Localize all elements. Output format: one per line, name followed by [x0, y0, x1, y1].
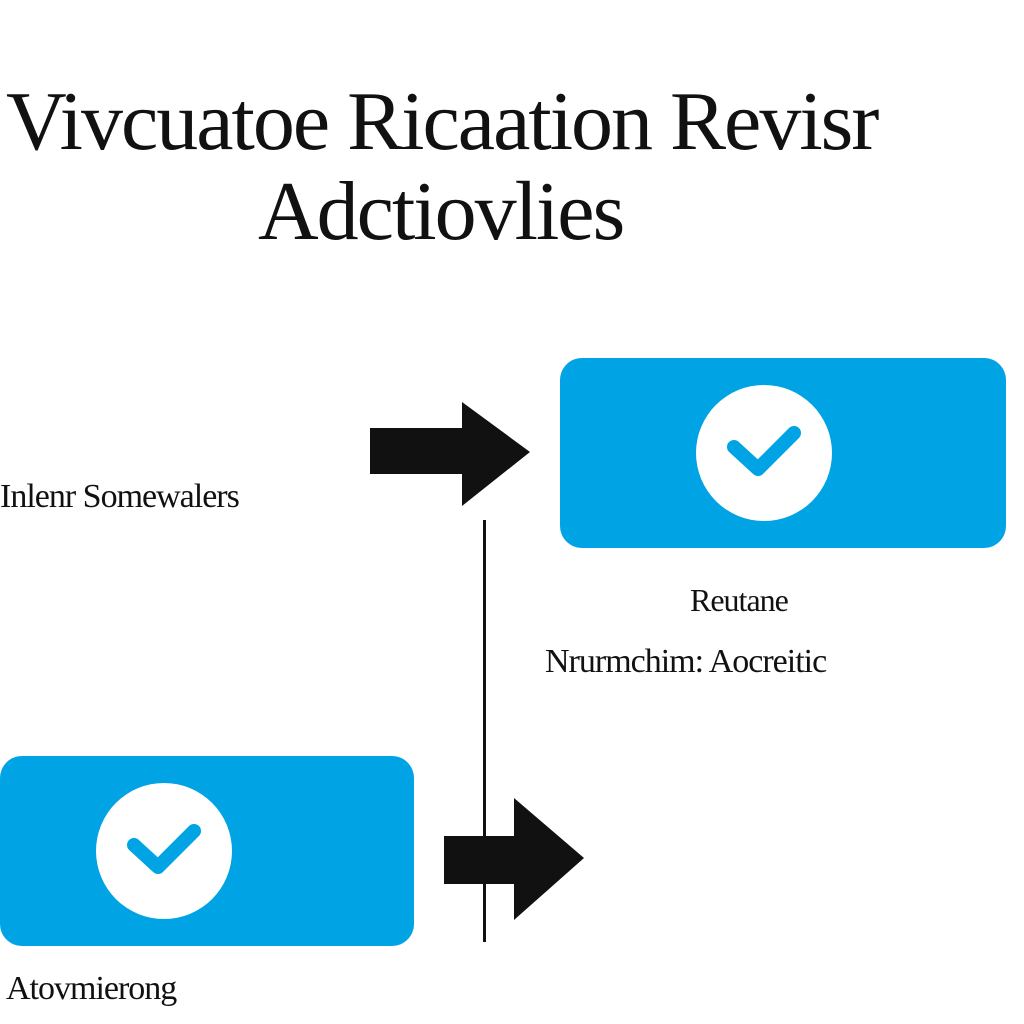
arrow-right-icon [370, 402, 530, 506]
vertical-connector-line [483, 520, 486, 942]
left-node-label: Inlenr Somewalers [0, 478, 240, 515]
top-result-box [560, 358, 1006, 548]
diagram-title-line-1: Vivcuatoe Ricaation Revisr [6, 75, 879, 168]
arrow-right-icon [444, 798, 584, 920]
diagram-title-line-2: Adctiovlies [258, 165, 625, 258]
bottom-node-label: Atovmierong [6, 970, 177, 1007]
check-circle-icon [96, 783, 232, 919]
right-node-label-line-1: Reutane [690, 582, 789, 618]
bottom-result-box [0, 756, 414, 946]
right-node-label-line-2: Nrurmchim: Aocreitic [545, 643, 827, 680]
check-circle-icon [696, 385, 832, 521]
